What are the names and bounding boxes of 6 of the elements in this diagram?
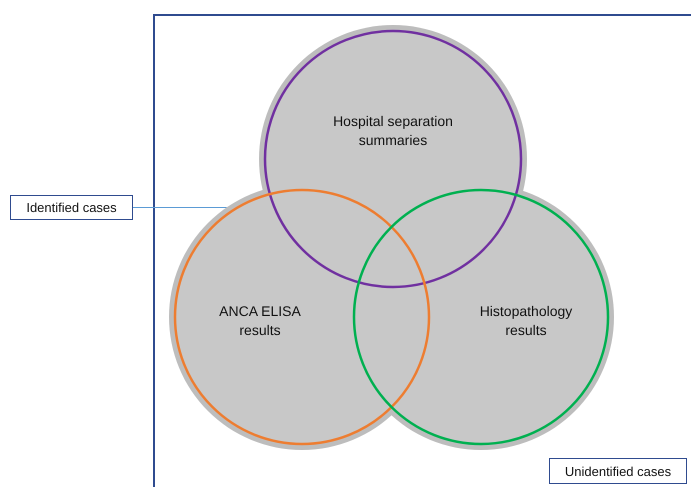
set-label: Hospital separation summaries bbox=[332, 112, 454, 150]
leader-line bbox=[132, 207, 227, 208]
label-box: Unidentified cases bbox=[549, 458, 687, 484]
set-label: ANCA ELISA results bbox=[218, 302, 302, 340]
set-label: Histopathology results bbox=[478, 302, 574, 340]
label-box: Identified cases bbox=[10, 195, 133, 220]
